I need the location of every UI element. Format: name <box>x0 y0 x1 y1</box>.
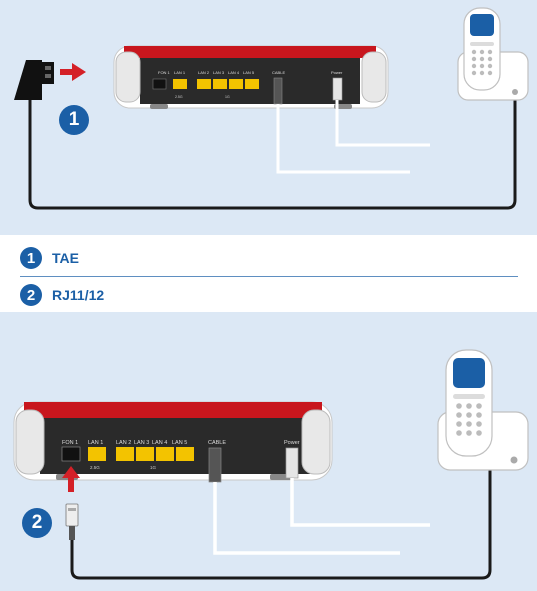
lan3-port <box>213 79 227 89</box>
lan1-label-bottom: LAN 1 <box>88 440 103 446</box>
phone-cable-bottom <box>70 470 492 580</box>
lan5-label: LAN 5 <box>243 70 255 75</box>
lan2-label-bottom: LAN 2 <box>116 440 131 446</box>
coax-cable-plug <box>273 77 283 105</box>
fon-port-label: FON 1 <box>158 70 171 75</box>
power-label-bottom: Power <box>284 440 300 446</box>
lan3-label: LAN 3 <box>213 70 225 75</box>
tae-plug-icon <box>14 60 54 100</box>
lan3-port-bottom <box>136 447 154 461</box>
phone-icon <box>457 7 529 101</box>
lan1-label: LAN 1 <box>174 70 186 75</box>
legend-number: 2 <box>20 284 42 306</box>
legend-label: TAE <box>52 250 79 266</box>
legend-divider <box>20 276 518 277</box>
power-label: Power <box>331 70 343 75</box>
legend-item-tae: 1 TAE <box>20 245 79 271</box>
lan4-port-bottom <box>156 447 174 461</box>
top-diagram-panel <box>0 0 537 235</box>
lan4-label-bottom: LAN 4 <box>152 440 167 446</box>
lan1-speed: 2.5G <box>175 95 183 99</box>
lan4-port <box>229 79 243 89</box>
phone-icon-bottom <box>437 349 529 471</box>
lan5-label-bottom: LAN 5 <box>172 440 187 446</box>
lan2-port-bottom <box>116 447 134 461</box>
lan2-port <box>197 79 211 89</box>
lan-speed-bottom: 1G <box>150 465 157 470</box>
lan5-port-bottom <box>176 447 194 461</box>
lan1-speed-bottom: 2.5G <box>90 465 100 470</box>
legend-label: RJ11/12 <box>52 287 105 303</box>
fon-port-label-bottom: FON 1 <box>62 440 78 446</box>
legend-number: 1 <box>20 247 42 269</box>
rj11-plug-icon <box>65 503 79 540</box>
lan1-port <box>173 79 187 89</box>
fon-port <box>152 78 167 90</box>
coax-cable-plug-bottom <box>208 447 222 483</box>
lan-speed: 1G <box>225 95 230 99</box>
legend-item-rj11: 2 RJ11/12 <box>20 282 104 308</box>
insert-arrow-icon <box>60 63 86 81</box>
power-plug <box>332 77 343 101</box>
insert-arrow-up-icon <box>62 466 80 492</box>
fon-port-bottom <box>61 446 81 462</box>
cable-label: CABLE <box>272 70 285 75</box>
callout-badge-1: 1 <box>59 105 89 135</box>
lan4-label: LAN 4 <box>228 70 240 75</box>
lan3-label-bottom: LAN 3 <box>134 440 149 446</box>
lan2-label: LAN 2 <box>198 70 210 75</box>
phone-cable-top <box>28 98 517 210</box>
router-bottom: FON 1 LAN 1 LAN 2 LAN 3 LAN 4 LAN 5 2.5G… <box>13 401 333 483</box>
callout-badge-2: 2 <box>22 508 52 538</box>
lan5-port <box>245 79 259 89</box>
router-top: FON 1 LAN 1 LAN 2 LAN 3 LAN 4 LAN 5 2.5G… <box>113 45 389 109</box>
power-plug-bottom <box>285 447 299 479</box>
lan1-port-bottom <box>88 447 106 461</box>
cable-label-bottom: CABLE <box>208 440 226 446</box>
